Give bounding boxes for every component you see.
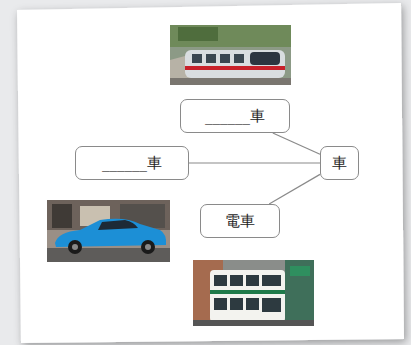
card <box>17 3 404 343</box>
blank-box: ______車 <box>180 99 290 133</box>
node-label: 車 <box>332 154 347 172</box>
node-label: ______車 <box>102 154 162 172</box>
node-label: ______車 <box>205 107 265 125</box>
tram-photo <box>193 260 314 326</box>
connector-line <box>273 133 320 154</box>
word-box: 電車 <box>200 204 280 238</box>
car-photo <box>47 200 170 262</box>
connector-line <box>189 163 320 164</box>
train-photo <box>170 25 291 85</box>
root-box: 車 <box>320 146 359 180</box>
node-label: 電車 <box>225 212 255 230</box>
blank-box: ______車 <box>75 146 189 180</box>
connector-line <box>269 174 320 204</box>
